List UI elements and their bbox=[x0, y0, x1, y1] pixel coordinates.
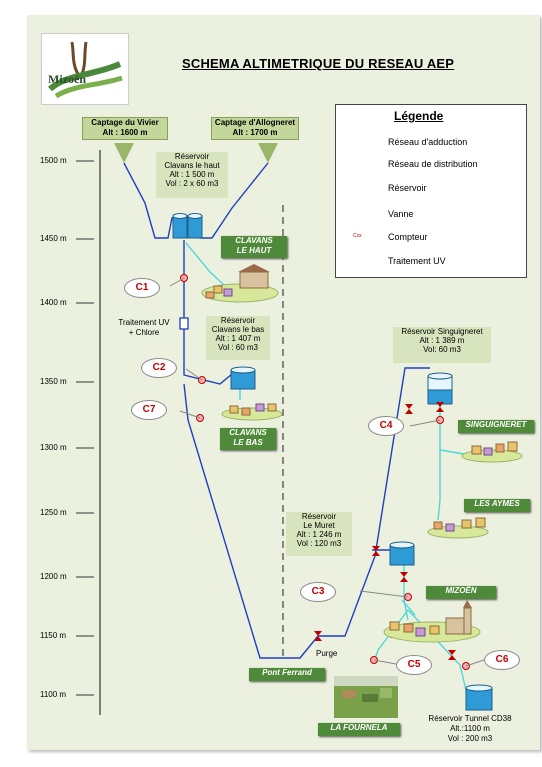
meter-c3-callout: C3 bbox=[300, 582, 336, 602]
captage-allogneret-alt: Alt : 1700 m bbox=[232, 128, 278, 137]
captage-allogneret-name: Captage d'Allogneret bbox=[214, 118, 296, 127]
captage-vivier-icon bbox=[114, 143, 134, 163]
village-singuigneret-icon bbox=[461, 441, 523, 463]
reservoir-singuigneret-icon bbox=[427, 372, 453, 405]
legend-distribution: Réseau de distribution bbox=[388, 159, 478, 169]
legend-meter: Compteur bbox=[388, 232, 428, 242]
legend-title: Légende bbox=[394, 109, 444, 123]
altitude-label: 1250 m bbox=[40, 508, 67, 517]
fournela-photo-icon bbox=[334, 676, 398, 718]
info-line: Vol : 200 m3 bbox=[447, 734, 493, 743]
info-line: Alt.:1100 m bbox=[450, 724, 490, 733]
logo-text: Mizoën bbox=[48, 72, 86, 86]
treatment-line: Traitement UV bbox=[118, 318, 170, 327]
village-aymes-icon bbox=[427, 517, 489, 539]
captage-vivier-name: Captage du Vivier bbox=[91, 118, 159, 127]
treatment-line: + Chlore bbox=[128, 328, 160, 337]
diagram-title: SCHEMA ALTIMETRIQUE DU RESEAU AEP bbox=[182, 56, 455, 71]
info-line: Réservoir bbox=[301, 512, 337, 521]
captage-allogneret-icon bbox=[258, 143, 278, 163]
village-line: CLAVANS bbox=[229, 428, 267, 437]
altitude-label: 1500 m bbox=[40, 156, 67, 165]
legend-adduction: Réseau d'adduction bbox=[388, 137, 468, 147]
info-line: Vol : 60 m3 bbox=[217, 343, 259, 352]
altitude-label: 1200 m bbox=[40, 572, 67, 581]
village-pont-ferrand-label: Pont Ferrand bbox=[249, 668, 325, 681]
info-line: Réservoir bbox=[220, 316, 256, 325]
legend-valve: Vanne bbox=[388, 209, 414, 219]
callout-leaders bbox=[169, 277, 485, 667]
info-line: Alt : 1 246 m bbox=[296, 530, 342, 539]
mizoen-logo: Mizoën bbox=[41, 33, 129, 105]
meter-c4-callout: C4 bbox=[368, 416, 404, 436]
village-aymes-label: LES AYMES bbox=[464, 499, 530, 512]
info-line: Le Muret bbox=[303, 521, 335, 530]
altitude-label: 1300 m bbox=[40, 443, 67, 452]
reservoir-clavans-bas-info: Réservoir Clavans le bas Alt : 1 407 m V… bbox=[206, 316, 270, 360]
reservoir-muret-icon bbox=[389, 541, 415, 566]
reservoir-tunnel-info: Réservoir Tunnel CD38 Alt.:1100 m Vol : … bbox=[420, 714, 520, 744]
altitude-ticks bbox=[76, 160, 94, 696]
meter-c2-callout: C2 bbox=[141, 358, 177, 378]
info-line: Alt : 1 407 m bbox=[215, 334, 261, 343]
village-singuigneret-label: SINGUIGNERET bbox=[458, 420, 534, 433]
reservoir-muret-info: Réservoir Le Muret Alt : 1 246 m Vol : 1… bbox=[286, 512, 352, 556]
logo-graphic-icon bbox=[48, 41, 123, 99]
legend-uv: Traitement UV bbox=[388, 256, 446, 266]
reservoir-tunnel-icon bbox=[465, 684, 493, 711]
reservoir-clavans-bas-icon bbox=[230, 366, 256, 390]
meter-c7-callout: C7 bbox=[131, 400, 167, 420]
reservoir-singuigneret-info: Réservoir Singuigneret Alt : 1 389 m Vol… bbox=[393, 327, 491, 363]
altitude-label: 1450 m bbox=[40, 234, 67, 243]
info-line: Vol: 60 m3 bbox=[423, 345, 461, 354]
village-fournela-label: LA FOURNELA bbox=[318, 723, 400, 736]
legend-meter-tag: Cxx bbox=[353, 233, 362, 239]
altitude-label: 1150 m bbox=[40, 631, 67, 640]
village-line: LE HAUT bbox=[236, 246, 272, 255]
village-clavans-bas-icon bbox=[221, 403, 283, 421]
purge-label: Purge bbox=[316, 649, 338, 658]
village-clavans-bas-label: CLAVANS LE BAS bbox=[220, 428, 276, 450]
altitude-label: 1400 m bbox=[40, 298, 67, 307]
legend: Légende Réseau d'adduction Réseau de dis… bbox=[335, 104, 527, 278]
info-line: Alt : 1 389 m bbox=[419, 336, 465, 345]
village-mizoen-icon bbox=[383, 600, 481, 643]
treatment-note: Traitement UV + Chlore bbox=[112, 318, 176, 338]
info-line: Réservoir bbox=[174, 152, 210, 161]
meter-c5-callout: C5 bbox=[396, 655, 432, 675]
info-line: Vol : 2 x 60 m3 bbox=[165, 179, 219, 188]
info-line: Alt : 1 500 m bbox=[169, 170, 215, 179]
reservoir-clavans-haut-info: Réservoir Clavans le haut Alt : 1 500 m … bbox=[156, 152, 228, 198]
info-line: Vol : 120 m3 bbox=[296, 539, 342, 548]
info-line: Réservoir Singuigneret bbox=[401, 327, 483, 336]
village-line: CLAVANS bbox=[235, 236, 273, 245]
reservoir-clavans-haut-icon bbox=[172, 213, 203, 239]
captage-vivier-alt: Alt : 1600 m bbox=[102, 128, 148, 137]
village-line: LE BAS bbox=[233, 438, 263, 447]
captage-allogneret-box: Captage d'Allogneret Alt : 1700 m bbox=[211, 117, 299, 140]
uv-treatment-icon bbox=[179, 317, 189, 330]
info-line: Clavans le haut bbox=[164, 161, 220, 170]
altitude-label: 1100 m bbox=[40, 690, 67, 699]
altitude-label: 1350 m bbox=[40, 377, 67, 386]
meter-c6-callout: C6 bbox=[484, 650, 520, 670]
legend-reservoir: Réservoir bbox=[388, 183, 427, 193]
info-line: Clavans le bas bbox=[211, 325, 265, 334]
captage-vivier-box: Captage du Vivier Alt : 1600 m bbox=[82, 117, 168, 140]
meter-c1-callout: C1 bbox=[124, 278, 160, 298]
info-line: Réservoir Tunnel CD38 bbox=[428, 714, 512, 723]
village-mizoen-label: MIZOËN bbox=[426, 586, 496, 599]
village-clavans-haut-icon bbox=[201, 264, 279, 303]
village-clavans-haut-label: CLAVANS LE HAUT bbox=[221, 236, 287, 258]
